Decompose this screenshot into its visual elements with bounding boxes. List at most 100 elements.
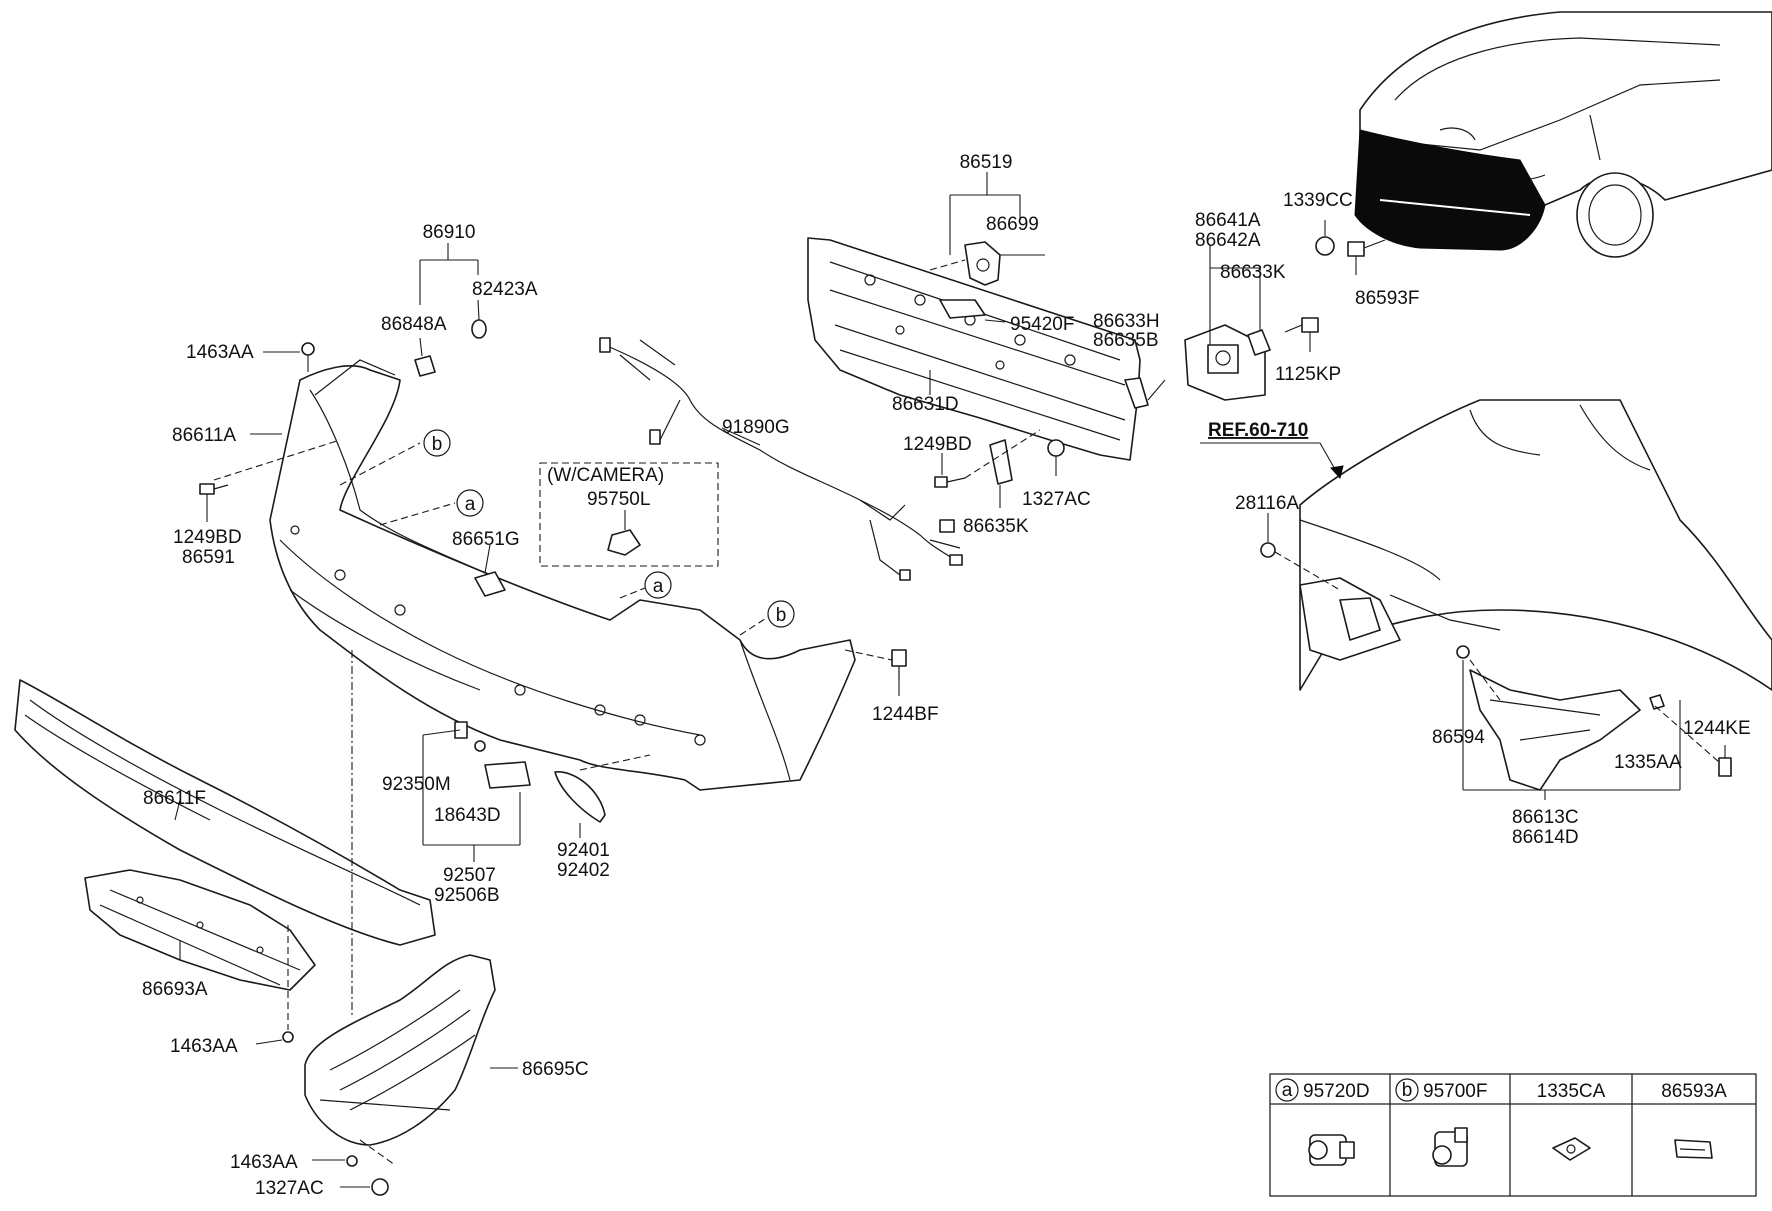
label-18643d: 18643D — [434, 805, 501, 826]
label-86631d: 86631D — [892, 394, 959, 415]
legend-item-1335ca: 1335CA — [1537, 1081, 1606, 1161]
label-86613c: 86613C — [1512, 807, 1579, 828]
label-86591: 86591 — [182, 547, 235, 568]
label-86910: 86910 — [423, 222, 476, 243]
label-86593f: 86593F — [1355, 288, 1419, 309]
label-86641a: 86641A — [1195, 210, 1261, 231]
rear-bumper-cover — [269, 359, 856, 791]
svg-text:b: b — [1402, 1080, 1413, 1101]
plate-86593a-icon — [1674, 1139, 1713, 1159]
svg-text:95720D: 95720D — [1303, 1081, 1370, 1102]
bolt-1249bd-left — [199, 483, 229, 495]
label-1463aa-bot: 1463AA — [230, 1152, 298, 1173]
bolt-86593f — [1347, 239, 1386, 257]
bracket-86635k — [989, 439, 1013, 485]
label-1244ke: 1244KE — [1683, 718, 1751, 739]
clip-1463aa-top — [301, 342, 315, 356]
marker-a-upper: a — [456, 489, 484, 517]
legend-item-b: b 95700F — [1395, 1078, 1487, 1167]
svg-text:1335CA: 1335CA — [1537, 1081, 1606, 1102]
undercover-86695c — [304, 954, 496, 1146]
label-86633h: 86633H — [1093, 311, 1160, 332]
callout-labels: 86519 86699 86910 82423A 86848A 1463AA 8… — [142, 152, 1751, 1199]
label-86695c: 86695C — [522, 1059, 589, 1080]
clip-1463aa-bot — [346, 1155, 358, 1167]
label-86693a: 86693A — [142, 979, 208, 1000]
label-1339cc: 1339CC — [1283, 190, 1353, 211]
bolt-1249bd — [934, 476, 966, 488]
label-1244bf: 1244BF — [872, 704, 939, 725]
camera-group-box — [539, 462, 719, 567]
label-86614d: 86614D — [1512, 827, 1579, 848]
label-86633k: 86633K — [1220, 262, 1286, 283]
svg-text:a: a — [1282, 1080, 1293, 1101]
label-86699: 86699 — [986, 214, 1039, 235]
label-1249bd-mid: 1249BD — [903, 434, 972, 455]
label-95750l: 95750L — [587, 489, 650, 510]
grommet-28116a — [1260, 542, 1276, 558]
legend-table: a 95720D b 95700F 1335CA — [1269, 1073, 1757, 1197]
marker-a-lower: a — [644, 571, 672, 599]
nut-1327ac — [1047, 439, 1065, 457]
leader-lines — [174, 172, 1726, 1188]
panel-86693a — [84, 869, 316, 991]
label-92506b: 92506B — [434, 885, 500, 906]
label-92507: 92507 — [443, 865, 496, 886]
reflector-92401 — [554, 771, 606, 823]
wiring-harness — [599, 337, 963, 581]
label-86594: 86594 — [1432, 727, 1485, 748]
clip-86594 — [1456, 645, 1470, 659]
label-86635k: 86635K — [963, 516, 1029, 537]
retainer-86848a — [414, 355, 436, 377]
bracket-86633h — [1124, 377, 1149, 409]
label-1327ac-bot: 1327AC — [255, 1178, 324, 1199]
label-82423a: 82423A — [472, 279, 538, 300]
camera-95750l — [607, 529, 641, 556]
label-91890g: 91890G — [722, 417, 790, 438]
clip-1335ca-icon — [1552, 1137, 1591, 1161]
label-86519: 86519 — [960, 152, 1013, 173]
vehicle-rear-view — [1354, 11, 1772, 258]
label-1327ac-mid: 1327AC — [1022, 489, 1091, 510]
label-1463aa-top: 1463AA — [186, 342, 254, 363]
legend-item-86593a: 86593A — [1661, 1081, 1727, 1159]
svg-text:b: b — [432, 434, 443, 455]
clip-1463aa-mid — [282, 1031, 294, 1043]
marker-b-lower: b — [767, 600, 795, 628]
bolt-1125kp — [1284, 317, 1319, 333]
clip-95420f — [939, 299, 986, 319]
sensor-95720d-icon — [1308, 1134, 1355, 1166]
label-86848a: 86848A — [381, 314, 447, 335]
label-95420f: 95420F — [1010, 314, 1074, 335]
label-86651g: 86651G — [452, 529, 520, 550]
clip-1335aa — [1649, 694, 1665, 710]
label-92402: 92402 — [557, 860, 610, 881]
bracket-86651g — [474, 571, 506, 597]
label-92350m: 92350M — [382, 774, 451, 795]
license-lamp — [454, 721, 531, 789]
sensor-bracket-86641a — [1184, 324, 1271, 401]
label-1463aa-mid: 1463AA — [170, 1036, 238, 1057]
label-86635b: 86635B — [1093, 330, 1159, 351]
label-86611f: 86611F — [143, 788, 206, 809]
bolt-1244bf — [891, 649, 907, 680]
rear-bumper-beam — [807, 237, 1141, 461]
label-86611a: 86611A — [172, 425, 236, 446]
svg-text:a: a — [465, 494, 476, 515]
legend-item-a: a 95720D — [1275, 1078, 1370, 1166]
nut-1339cc — [1315, 236, 1335, 256]
beam-bracket — [929, 241, 1045, 286]
grommet-82423a — [471, 319, 487, 339]
svg-text:b: b — [776, 605, 787, 626]
label-1249bd-left: 1249BD — [173, 527, 242, 548]
bolt-1244ke — [1718, 757, 1732, 777]
label-camera-group: (W/CAMERA) — [547, 465, 664, 486]
location-markers: b a a b — [423, 429, 795, 628]
label-1125kp: 1125KP — [1275, 364, 1341, 385]
lower-molding-86611f — [14, 679, 436, 946]
svg-text:86593A: 86593A — [1661, 1081, 1727, 1102]
quarter-panel-ref — [1299, 399, 1772, 691]
label-86642a: 86642A — [1195, 230, 1261, 251]
label-ref: REF.60-710 — [1208, 420, 1308, 441]
